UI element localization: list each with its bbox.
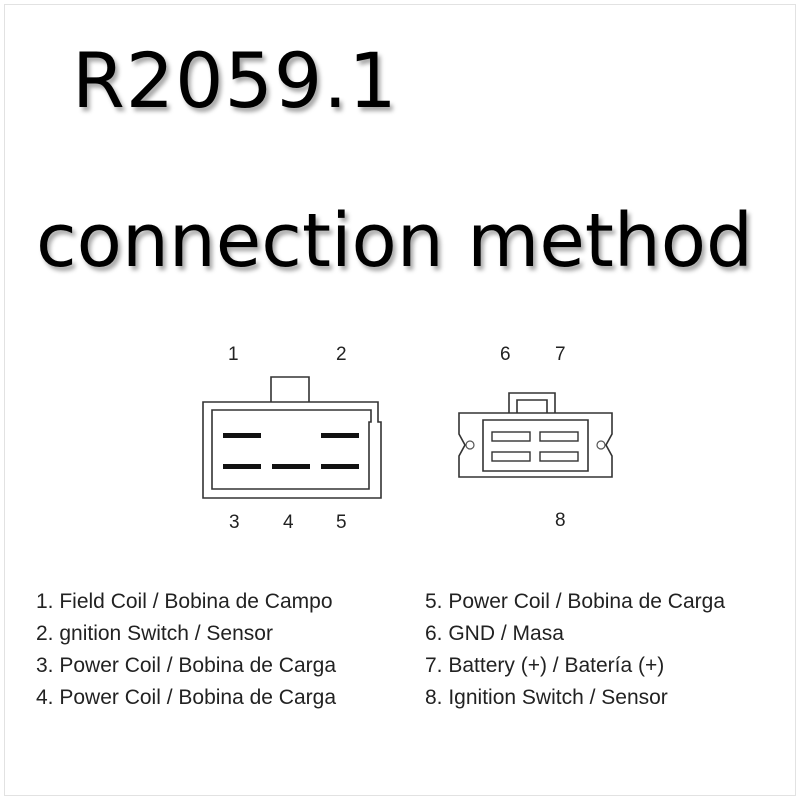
pin-label-7: 7 xyxy=(555,344,566,365)
pin-label-8: 8 xyxy=(555,510,566,531)
pin-label-3: 3 xyxy=(229,512,240,533)
legend-left-column: 1. Field Coil / Bobina de Campo 2. gniti… xyxy=(36,586,336,714)
legend-item-3: 3. Power Coil / Bobina de Carga xyxy=(36,654,336,677)
pin-6-terminal xyxy=(491,431,531,442)
legend-item-5: 5. Power Coil / Bobina de Carga xyxy=(425,590,725,613)
pin-8a-terminal xyxy=(491,451,531,462)
pin-3-terminal xyxy=(223,464,261,469)
image-border xyxy=(4,4,796,796)
right-connector-mount-holes xyxy=(465,440,606,450)
legend-item-6: 6. GND / Masa xyxy=(425,622,564,645)
pin-label-5: 5 xyxy=(336,512,347,533)
legend-item-2: 2. gnition Switch / Sensor xyxy=(36,622,273,645)
legend-item-4: 4. Power Coil / Bobina de Carga xyxy=(36,686,336,709)
part-number-title: R2059.1 xyxy=(72,36,398,125)
left-connector xyxy=(202,376,382,499)
connector-diagram: 1 2 3 4 5 6 7 8 xyxy=(202,344,613,533)
pin-4-terminal xyxy=(272,464,310,469)
pin-label-1: 1 xyxy=(228,344,239,365)
mount-hole-left xyxy=(465,440,475,450)
mount-hole-right xyxy=(596,440,606,450)
pin-7-terminal xyxy=(539,431,579,442)
pin-label-4: 4 xyxy=(283,512,294,533)
pin-2-terminal xyxy=(321,433,359,438)
right-connector-pins xyxy=(491,431,579,462)
legend-item-7: 7. Battery (+) / Batería (+) xyxy=(425,654,665,677)
left-connector-pins xyxy=(223,433,359,469)
pin-label-6: 6 xyxy=(500,344,511,365)
pin-label-2: 2 xyxy=(336,344,347,365)
connection-method-title: connection method xyxy=(36,198,754,284)
pin-5-terminal xyxy=(321,464,359,469)
legend-right-column: 5. Power Coil / Bobina de Carga 6. GND /… xyxy=(425,586,725,714)
right-connector xyxy=(458,392,613,478)
legend-item-8: 8. Ignition Switch / Sensor xyxy=(425,686,668,709)
pin-8b-terminal xyxy=(539,451,579,462)
legend-item-1: 1. Field Coil / Bobina de Campo xyxy=(36,590,333,613)
pin-1-terminal xyxy=(223,433,261,438)
